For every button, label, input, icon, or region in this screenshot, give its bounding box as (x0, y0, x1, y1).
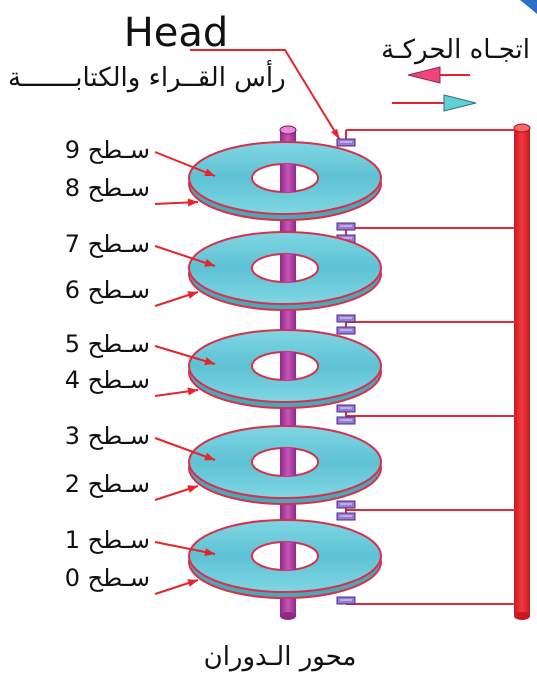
surface-pointer-arrowhead (187, 387, 198, 396)
head-pointer-arrowhead (331, 129, 340, 140)
corner-mark (520, 0, 537, 14)
surface-label: سـطح 7 (65, 230, 150, 258)
surface-label: سـطح 8 (65, 174, 150, 202)
actuator-post (513, 123, 531, 620)
read-write-head (336, 416, 356, 425)
surface-pointer-arrowhead (204, 259, 215, 267)
surface-pointer-arrowhead (204, 452, 215, 461)
surface-label: سـطح 4 (65, 366, 150, 394)
surface-pointer-arrowhead (204, 357, 215, 365)
surface-pointer (154, 151, 216, 177)
surface-pointer (154, 437, 216, 461)
surface-pointer (154, 541, 216, 555)
arrow-left-icon (407, 66, 470, 84)
read-write-head (336, 404, 356, 413)
head-title: Head (124, 10, 229, 56)
read-write-head (336, 500, 356, 509)
surface-pointer-arrowhead (204, 168, 215, 176)
spindle-segment (280, 164, 296, 192)
read-write-head (336, 314, 356, 323)
surface-label: سـطح 3 (65, 422, 150, 450)
read-write-head (336, 512, 356, 521)
surface-label: سـطح 1 (65, 526, 150, 554)
surface-pointer (154, 245, 216, 267)
surface-pointer-arrowhead (204, 548, 215, 556)
axis-label: محور الـدوران (204, 642, 357, 672)
surface-pointer-arrowhead (187, 579, 198, 587)
read-write-head (336, 222, 356, 231)
surface-pointer-arrowhead (187, 291, 198, 299)
read-write-head (336, 596, 356, 605)
surface-pointer-arrowhead (187, 485, 198, 493)
surface-label: سـطح 6 (65, 276, 150, 304)
surface-label: سـطح 2 (65, 470, 150, 498)
surface-label: سـطح 5 (65, 330, 150, 358)
spindle-segment (280, 448, 296, 476)
spindle-segment (280, 542, 296, 570)
surface-pointer-arrowhead (187, 198, 198, 207)
read-write-head (336, 326, 356, 335)
arrow-right-icon (392, 94, 477, 112)
surface-label: سـطح 9 (65, 136, 150, 164)
read-write-head (336, 138, 356, 147)
head-pointer-line (190, 49, 341, 141)
surface-pointer (154, 345, 216, 365)
spindle-segment (280, 254, 296, 282)
spindle-segment (280, 352, 296, 380)
head-caption: رأس القــراء والكتابـــــــة (8, 59, 286, 93)
direction-label: اتجـاه الحركـة (381, 35, 530, 65)
surface-label: سـطح 0 (65, 564, 150, 592)
